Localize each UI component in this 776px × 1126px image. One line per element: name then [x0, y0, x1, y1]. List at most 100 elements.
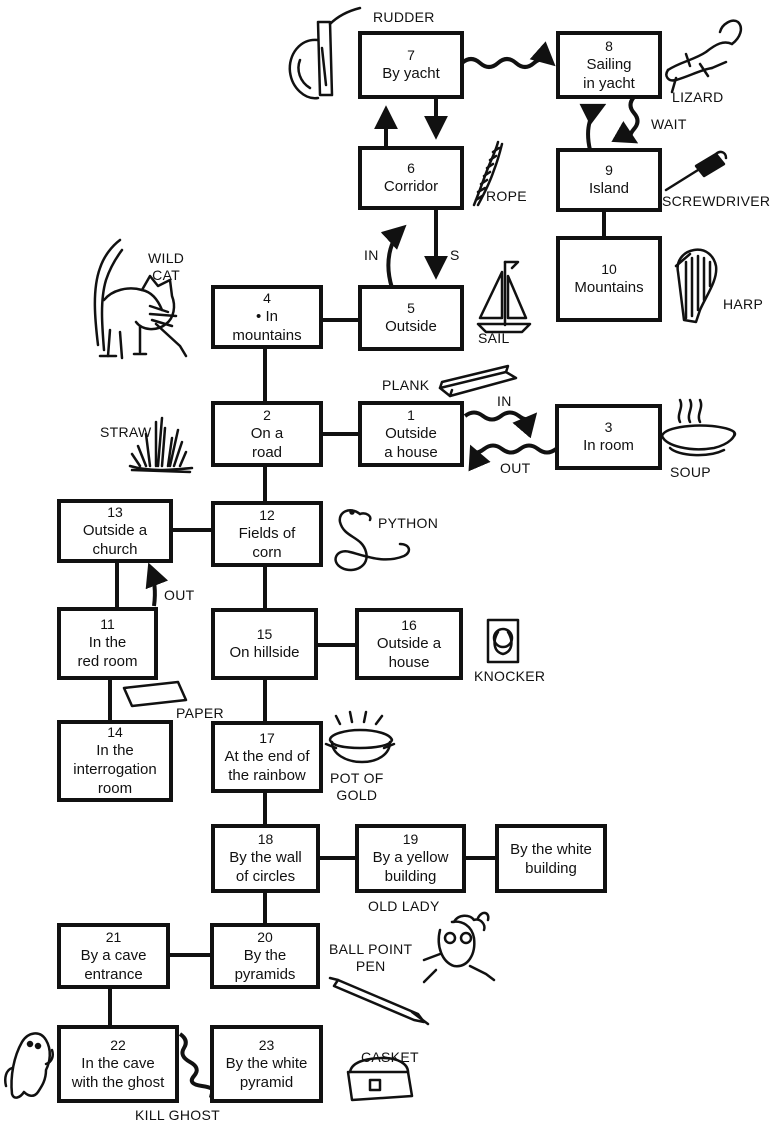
item-label-kill-ghost: KILL GHOST — [135, 1107, 220, 1123]
harp-icon — [674, 248, 718, 324]
room-number: 4 — [263, 289, 271, 306]
room-number: 18 — [257, 831, 274, 847]
room-name: Outside a house — [384, 424, 438, 461]
screwdriver-icon — [664, 150, 728, 192]
room-white-building[interactable]: By the white building — [495, 824, 607, 893]
room-name: In the red room — [77, 634, 138, 670]
wavy-arrow-3-to-1 — [468, 443, 558, 472]
arrow-out-red-room — [145, 562, 169, 607]
paper-icon — [122, 680, 188, 708]
room-name: In the cave with the ghost — [71, 1054, 165, 1091]
room-number: 3 — [604, 419, 613, 435]
room-name: By the white pyramid — [225, 1054, 308, 1091]
room-name: By a cave entrance — [80, 946, 147, 983]
item-label-soup: SOUP — [670, 464, 711, 480]
sail-icon — [476, 260, 532, 334]
room-14[interactable]: 14 In the interrogation room — [57, 720, 173, 802]
room-name: By the white building — [510, 840, 592, 877]
rudder-icon — [288, 6, 362, 100]
room-name: Outside a church — [82, 521, 148, 558]
straw-icon — [128, 416, 194, 474]
item-label-sail: SAIL — [478, 330, 510, 346]
room-name: Island — [588, 180, 630, 197]
knocker-icon — [486, 618, 520, 664]
item-label-plank: PLANK — [382, 377, 430, 393]
room-number: 7 — [407, 47, 415, 63]
item-label-rudder: RUDDER — [373, 9, 435, 25]
room-name: By a yellow building — [372, 849, 449, 885]
casket-icon — [346, 1056, 414, 1102]
direction-label-out-red-room: OUT — [164, 587, 195, 603]
room-name: Mountains — [574, 279, 644, 296]
item-label-pot-of-gold: POT OF GOLD — [330, 770, 384, 803]
arrow-in-corridor — [380, 224, 407, 289]
room-number: 6 — [407, 160, 415, 176]
room-number: 9 — [605, 162, 613, 178]
room-name: Outside a house — [376, 634, 442, 671]
room-number: 15 — [256, 626, 273, 642]
room-number: 14 — [107, 724, 123, 740]
room-7[interactable]: 7 By yacht — [358, 31, 464, 99]
direction-label-wait: WAIT — [651, 116, 687, 132]
item-label-old-lady: OLD LADY — [368, 898, 440, 914]
item-label-paper: PAPER — [176, 705, 224, 721]
room-name: By the wall of circles — [229, 849, 302, 885]
room-number: 5 — [407, 300, 415, 316]
wavy-arrow-7-to-8 — [460, 41, 556, 69]
old-lady-icon — [422, 911, 496, 984]
ball-point-pen-icon — [328, 976, 430, 1026]
room-number: 22 — [110, 1036, 126, 1053]
plank-icon — [438, 364, 518, 398]
room-name: Fields of corn — [238, 524, 296, 561]
room-name: • In mountains — [232, 307, 302, 344]
room-name: Outside — [385, 318, 437, 335]
room-4[interactable]: 4• In mountains — [211, 285, 323, 349]
room-number: 12 — [259, 506, 275, 523]
room-number: 20 — [257, 928, 273, 945]
room-name: Sailing in yacht — [583, 55, 635, 92]
room-number: 8 — [605, 37, 613, 54]
ghost-icon — [4, 1032, 54, 1099]
pot-of-gold-icon — [324, 710, 396, 764]
item-label-ball-point-pen: BALL POINT PEN — [329, 941, 413, 974]
room-number: 2 — [263, 406, 271, 423]
room-15[interactable]: 15 On hillside — [211, 608, 318, 680]
room-number: 13 — [107, 503, 123, 520]
room-name: On a road — [250, 424, 284, 461]
direction-label-s: S — [450, 247, 460, 263]
item-label-screwdriver: SCREWDRIVER — [662, 193, 771, 209]
lizard-icon — [665, 19, 743, 94]
room-name: In the interrogation room — [73, 742, 157, 797]
direction-label-in-corridor: IN — [364, 247, 379, 263]
room-name: By yacht — [382, 65, 440, 82]
item-label-straw: STRAW — [100, 424, 152, 440]
soup-icon — [660, 398, 737, 457]
room-number: 23 — [258, 1036, 275, 1053]
room-18[interactable]: 18 By the wall of circles — [211, 824, 320, 893]
room-number: 16 — [401, 616, 417, 633]
room-number: 10 — [601, 261, 617, 277]
room-name: On hillside — [229, 644, 300, 661]
item-label-wild-cat: WILD CAT — [148, 250, 185, 283]
item-label-knocker: KNOCKER — [474, 668, 546, 684]
direction-label-in-house: IN — [497, 393, 512, 409]
